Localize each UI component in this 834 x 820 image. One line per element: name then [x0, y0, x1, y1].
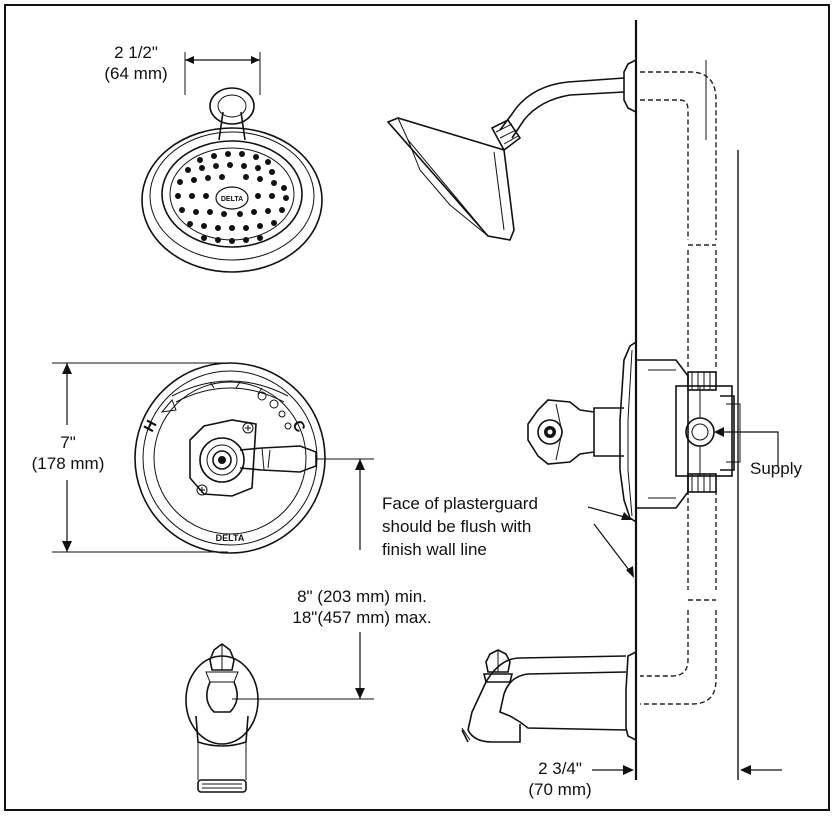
trim-height-dimension [52, 362, 228, 553]
valve-trim-front-view: H C DELTA [134, 362, 326, 554]
spout-distance-label: 8" (203 mm) min. 18"(457 mm) max. [262, 586, 462, 628]
showerhead-width-dimension [184, 52, 261, 95]
trim-brand-text: DELTA [216, 533, 245, 543]
wall-offset-metric: (70 mm) [528, 780, 592, 799]
wall-offset-imperial: 2 3/4" [538, 759, 582, 778]
spout-distance-min: 8" (203 mm) min. [297, 587, 427, 606]
plasterguard-note-line-2: should be flush with [382, 517, 532, 536]
diagram-frame [4, 4, 830, 811]
tub-spout-side-view [461, 649, 637, 743]
showerhead-front-view: DELTA [141, 87, 323, 273]
showerhead-brand-text: DELTA [221, 196, 243, 203]
supply-leader [714, 427, 779, 466]
plasterguard-note-line-3: finish wall line [382, 540, 487, 559]
tub-spout-front-view [185, 643, 259, 793]
spout-distance-dimension [232, 458, 374, 700]
plasterguard-note-line-1: Face of plasterguard [382, 494, 538, 513]
rough-in-piping [640, 60, 717, 705]
trim-height-metric: (178 mm) [31, 454, 105, 473]
showerhead-width-metric: (64 mm) [104, 64, 168, 83]
showerhead-width-label: 2 1/2" (64 mm) [76, 42, 196, 84]
cold-indicator-text: C [289, 418, 309, 436]
plasterguard-note: Face of plasterguard should be flush wit… [382, 492, 538, 561]
showerhead-side-view [386, 59, 637, 241]
hot-indicator-text: H [141, 417, 161, 435]
wall-offset-dimension [592, 765, 782, 775]
spray-nozzles [175, 151, 289, 244]
supply-label: Supply [750, 459, 802, 478]
showerhead-width-imperial: 2 1/2" [114, 43, 158, 62]
trim-height-imperial: 7" [60, 433, 76, 452]
valve-side-view [527, 341, 741, 523]
wall-offset-label: 2 3/4" (70 mm) [510, 758, 610, 800]
spout-distance-max: 18"(457 mm) max. [292, 608, 432, 627]
trim-height-label: 7" (178 mm) [18, 432, 118, 474]
plasterguard-leader-lines [587, 506, 634, 578]
